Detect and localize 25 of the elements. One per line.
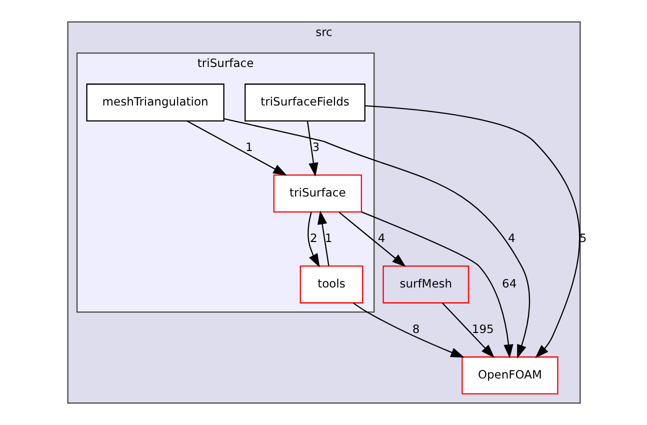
edge-label: 195	[471, 322, 494, 336]
node-box: meshTriangulation	[86, 84, 224, 122]
arrow	[306, 121, 318, 177]
arrow	[442, 302, 494, 358]
arrow	[186, 120, 287, 176]
edge-label: 1	[324, 230, 332, 245]
edge-label: 4	[377, 230, 385, 245]
node-box: triSurfaceFields	[244, 84, 365, 122]
arrow	[338, 212, 406, 267]
edge-label: 2	[309, 230, 317, 245]
edge-label: 1	[244, 140, 252, 154]
edge-label: 8	[412, 322, 420, 336]
node-box: surfMesh	[382, 265, 469, 304]
node-box: triSurface	[272, 174, 362, 212]
edge-label: 4	[508, 230, 515, 245]
arrow	[307, 212, 320, 268]
arrow	[224, 118, 530, 359]
arrow	[364, 105, 580, 358]
edge-label: 64	[502, 276, 516, 290]
arrow	[316, 210, 329, 266]
node-box: OpenFOAM	[461, 356, 558, 394]
arrow	[360, 211, 513, 358]
arrow	[352, 302, 464, 358]
edge-label: 3	[312, 140, 320, 154]
node-box: tools	[299, 265, 363, 304]
